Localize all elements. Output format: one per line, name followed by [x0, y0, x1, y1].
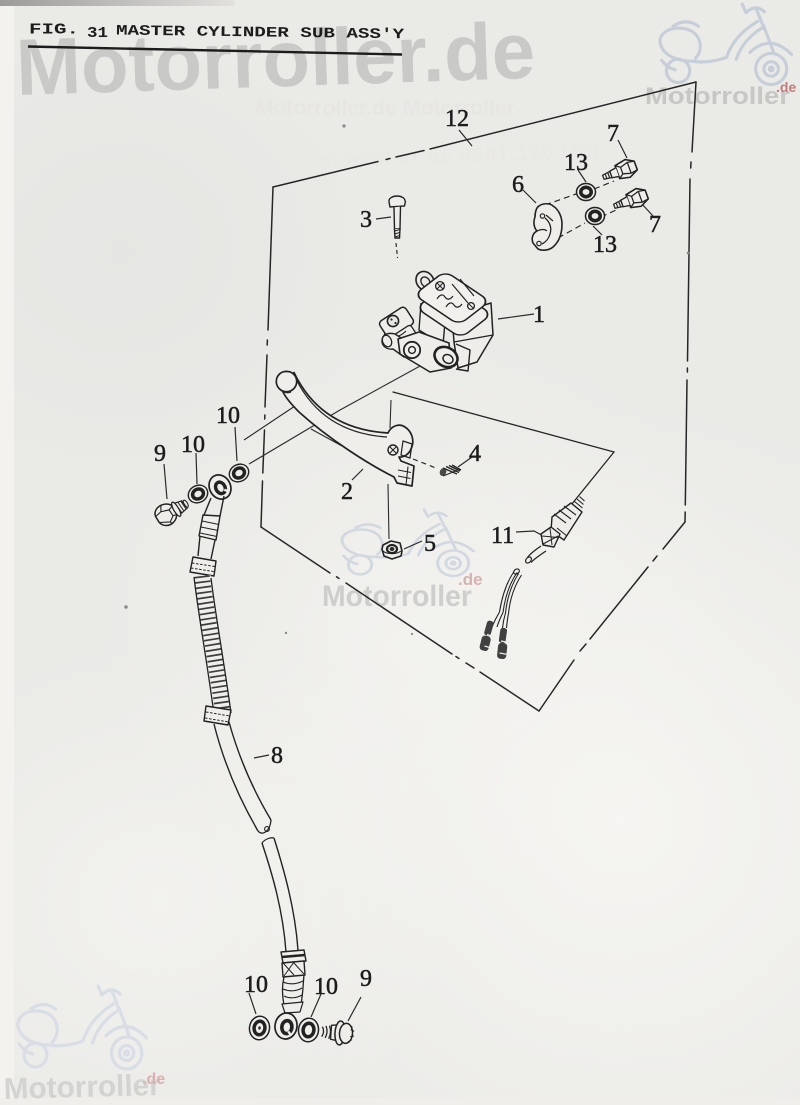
svg-text:4: 4 — [469, 441, 481, 467]
svg-text:7: 7 — [649, 212, 661, 238]
svg-text:11: 11 — [491, 523, 514, 549]
svg-text:2: 2 — [341, 479, 353, 505]
svg-text:31: 31 — [87, 26, 108, 42]
svg-text:1: 1 — [533, 302, 545, 328]
svg-text:7: 7 — [607, 121, 619, 147]
svg-text:13: 13 — [564, 150, 588, 176]
svg-text:FIG.: FIG. — [29, 23, 79, 39]
svg-text:8: 8 — [271, 743, 283, 769]
svg-text:.de: .de — [776, 79, 796, 95]
svg-text:13: 13 — [593, 232, 617, 258]
svg-text:10: 10 — [314, 974, 338, 1000]
svg-text:.de: .de — [142, 1071, 165, 1088]
svg-text:10: 10 — [244, 972, 268, 998]
svg-text:3: 3 — [360, 207, 372, 233]
svg-text:10: 10 — [181, 432, 205, 458]
svg-text:9: 9 — [154, 441, 166, 467]
svg-text:Motorroller: Motorroller — [322, 580, 472, 613]
svg-text:6: 6 — [512, 172, 524, 198]
svg-text:5: 5 — [424, 531, 436, 557]
svg-text:.de: .de — [458, 570, 483, 589]
svg-text:12: 12 — [445, 106, 469, 132]
svg-text:10: 10 — [216, 403, 240, 429]
svg-text:9: 9 — [360, 966, 372, 992]
svg-text:Motorroller: Motorroller — [645, 83, 790, 110]
svg-text:Motorroller.de: Motorroller.de — [15, 6, 537, 112]
svg-text:Motorroller.de Motorroller: Motorroller.de Motorroller — [255, 95, 515, 120]
svg-text:MASTER CYLINDER SUB ASS'Y: MASTER CYLINDER SUB ASS'Y — [116, 24, 405, 44]
svg-text:Motorroller: Motorroller — [3, 1069, 161, 1105]
